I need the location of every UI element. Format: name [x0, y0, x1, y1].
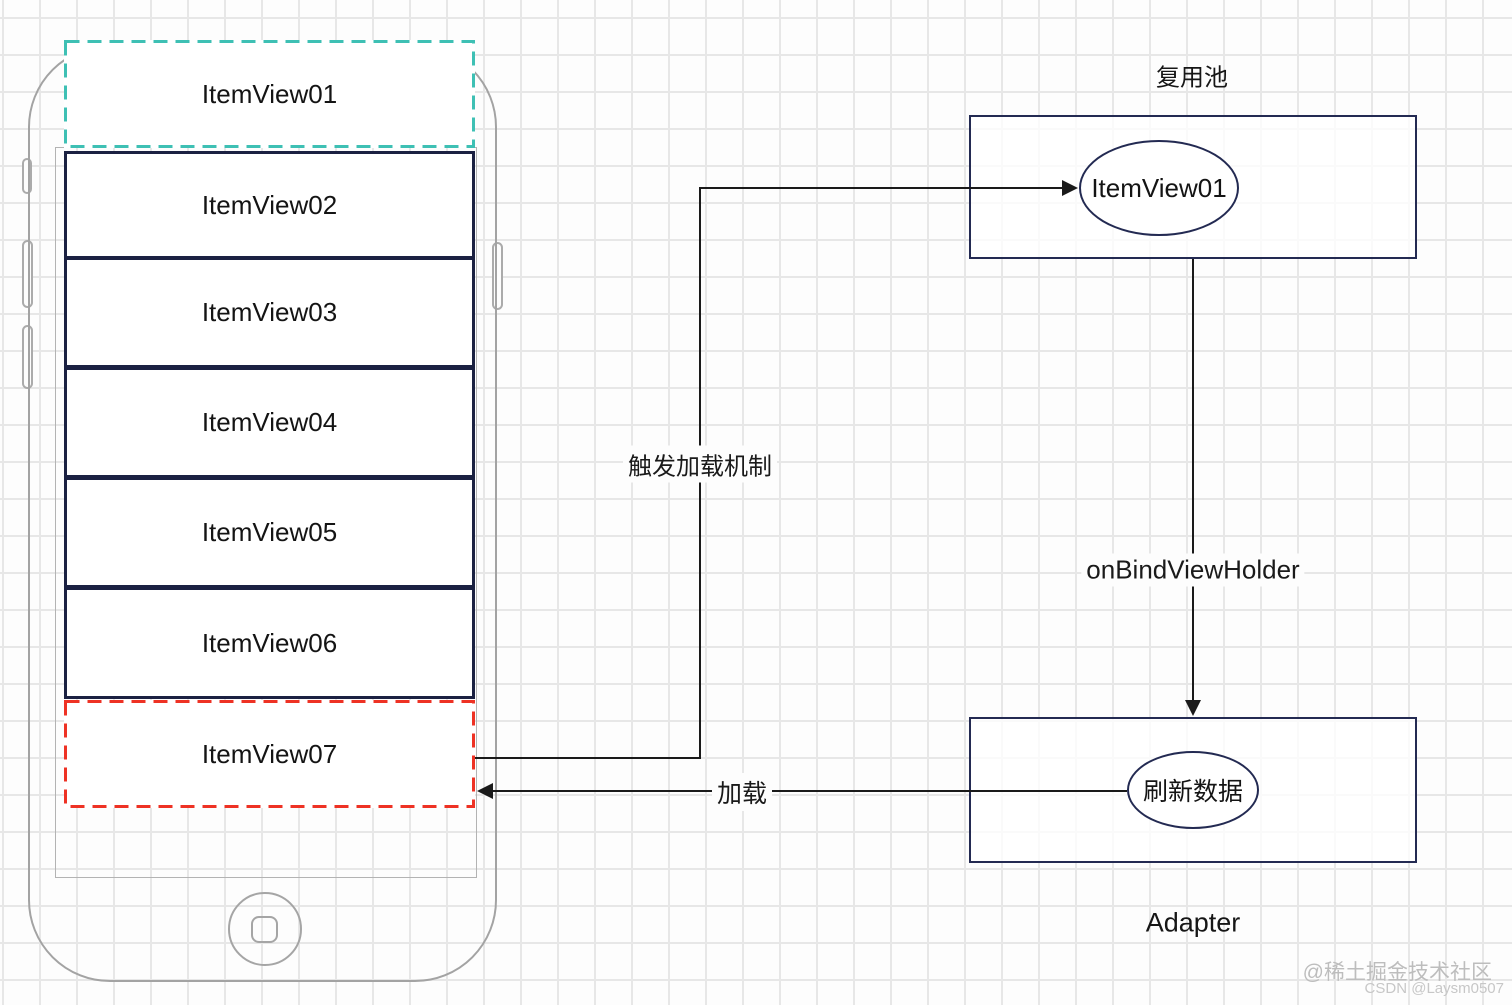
bind-edge-arrowhead [1185, 700, 1201, 716]
phone-volume-down-button [22, 325, 33, 389]
list-item-label: ItemView02 [201, 189, 338, 220]
adapter-title: Adapter [1145, 907, 1241, 938]
load-edge-label: 加载 [711, 773, 773, 811]
adapter-node-label: 刷新数据 [1142, 778, 1243, 806]
home-button-icon [251, 916, 278, 943]
list-item-itemview07: ItemView07 [64, 700, 475, 808]
list-item-label: ItemView07 [201, 738, 338, 769]
reuse-pool-title: 复用池 [1156, 64, 1228, 92]
list-item-itemview02: ItemView02 [64, 151, 475, 259]
list-item-itemview05: ItemView05 [64, 477, 475, 588]
phone-volume-up-button [22, 240, 33, 308]
adapter-node: 刷新数据 [1127, 751, 1259, 829]
list-item-label: ItemView04 [201, 407, 338, 437]
list-item-label: ItemView05 [201, 517, 338, 547]
phone-mute-switch [22, 158, 32, 194]
list-item-itemview04: ItemView04 [64, 367, 475, 478]
reuse-pool-node: ItemView01 [1079, 140, 1239, 236]
list-item-itemview03: ItemView03 [64, 257, 475, 368]
reuse-pool-node-label: ItemView01 [1091, 172, 1227, 203]
list-item-itemview01: ItemView01 [64, 40, 475, 148]
list-item-label: ItemView03 [201, 297, 338, 327]
list-item-label: ItemView06 [201, 627, 338, 658]
list-item-itemview06: ItemView06 [64, 587, 475, 699]
watermark-juejin: @稀土掘金技术社区 [1302, 961, 1492, 984]
watermark-csdn: CSDN @Laysm0507 [1364, 980, 1504, 997]
list-item-label: ItemView01 [201, 78, 338, 109]
bind-edge-label: onBindViewHolder [1081, 553, 1305, 587]
trigger-edge-label: 触发加载机制 [623, 445, 777, 483]
home-button [228, 892, 302, 966]
